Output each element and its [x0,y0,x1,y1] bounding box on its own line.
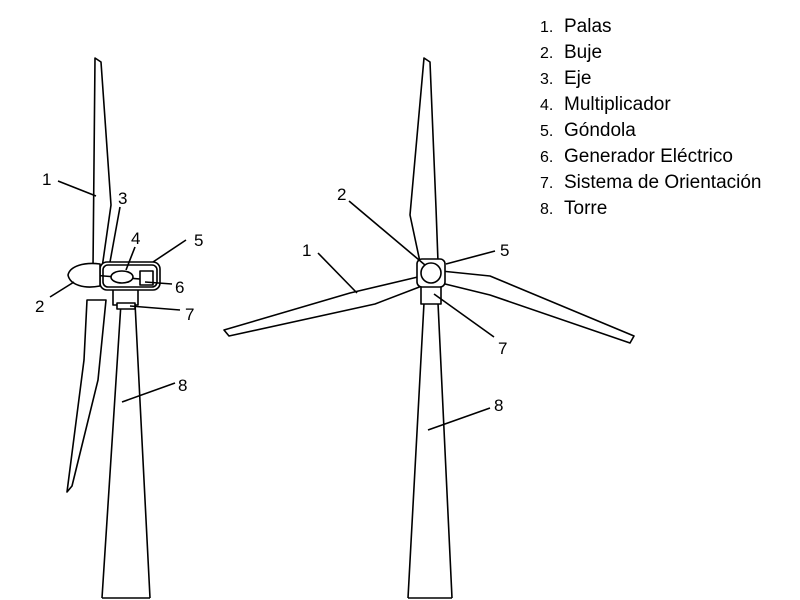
side-gearbox [110,270,134,284]
side-hub [67,262,101,288]
legend-label: Eje [564,68,592,89]
side-leader-generator [144,281,173,285]
front-callout-tower: 8 [494,396,503,415]
legend-item: 8. Torre [540,198,762,224]
side-callout-tower: 8 [178,376,187,395]
legend-number: 8. [540,201,554,218]
legend-number: 1. [540,19,554,36]
legend-number: 4. [540,97,554,114]
front-leader-tower [427,407,491,431]
legend-item: 3. Eje [540,68,762,94]
legend-label: Torre [564,198,608,219]
legend-item: 7. Sistema de Orientación [540,172,762,198]
front-leader-nacelle [445,250,496,265]
side-leader-nacelle [152,239,187,263]
front-right-blade [440,270,635,344]
front-callout-nacelle: 5 [500,241,509,260]
side-callout-generator: 6 [175,278,184,297]
front-leader-blade [317,252,358,294]
legend-label: Multiplicador [564,94,671,115]
legend-item: 5. Góndola [540,120,762,146]
side-callout-yaw: 7 [185,305,194,324]
legend-label: Buje [564,42,603,63]
side-leader-tower [121,382,176,403]
legend-item: 2. Buje [540,42,762,68]
front-left-blade [223,275,423,337]
legend-label: Generador Eléctrico [564,146,733,167]
legend-number: 7. [540,175,554,192]
side-tower [101,302,151,599]
legend-label: Palas [564,16,612,37]
front-yaw-block [420,284,442,305]
side-upper-blade [92,57,112,269]
side-callout-shaft: 3 [118,189,127,208]
front-hub [420,262,442,284]
legend-label: Sistema de Orientación [564,172,762,193]
front-view-turbine: 2 1 5 7 8 [223,57,635,599]
side-callout-hub: 2 [35,297,44,316]
front-upper-blade [409,57,439,263]
legend-item: 1. Palas [540,16,762,42]
side-callout-blade: 1 [42,170,51,189]
parts-legend: 1. Palas 2. Buje 3. Eje 4. Multiplicador 5. G… [540,16,762,224]
front-leader-hub [348,200,426,266]
front-callout-hub: 2 [337,185,346,204]
side-leader-gearbox [125,246,136,271]
front-leader-yaw [433,293,495,338]
side-leader-hub [49,281,75,298]
legend-number: 6. [540,149,554,166]
front-tower [407,302,453,599]
side-view-turbine: 1 3 4 5 6 7 2 8 [35,57,203,599]
legend-item: 4. Multiplicador [540,94,762,120]
legend-item: 6. Generador Eléctrico [540,146,762,172]
front-callout-yaw: 7 [498,339,507,358]
front-callout-blade: 1 [302,241,311,260]
side-leader-blade [57,180,97,197]
legend-label: Góndola [564,120,636,141]
side-callout-gearbox: 4 [131,229,140,248]
legend-number: 3. [540,71,554,88]
side-generator [139,270,154,286]
legend-number: 5. [540,123,554,140]
side-leader-shaft [109,206,121,263]
side-lower-blade [66,299,107,493]
side-callout-nacelle: 5 [194,231,203,250]
legend-number: 2. [540,45,554,62]
side-leader-yaw [129,305,181,311]
